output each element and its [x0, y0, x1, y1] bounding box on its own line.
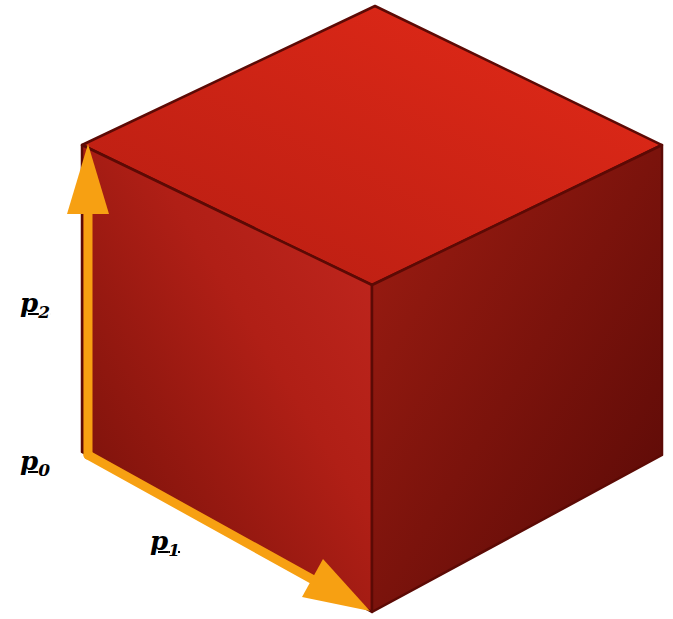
arrow-head — [67, 144, 109, 214]
vector-label: p0 — [20, 448, 50, 474]
cube-left-face — [82, 145, 372, 612]
vector-arrow — [88, 455, 328, 588]
vector-arrow — [84, 185, 93, 455]
basis-arrows — [67, 144, 370, 611]
arrow-head — [302, 559, 370, 611]
vector-label: p2 — [20, 290, 50, 316]
cube-right-face — [372, 145, 662, 612]
vector-label: p1 — [150, 528, 180, 554]
